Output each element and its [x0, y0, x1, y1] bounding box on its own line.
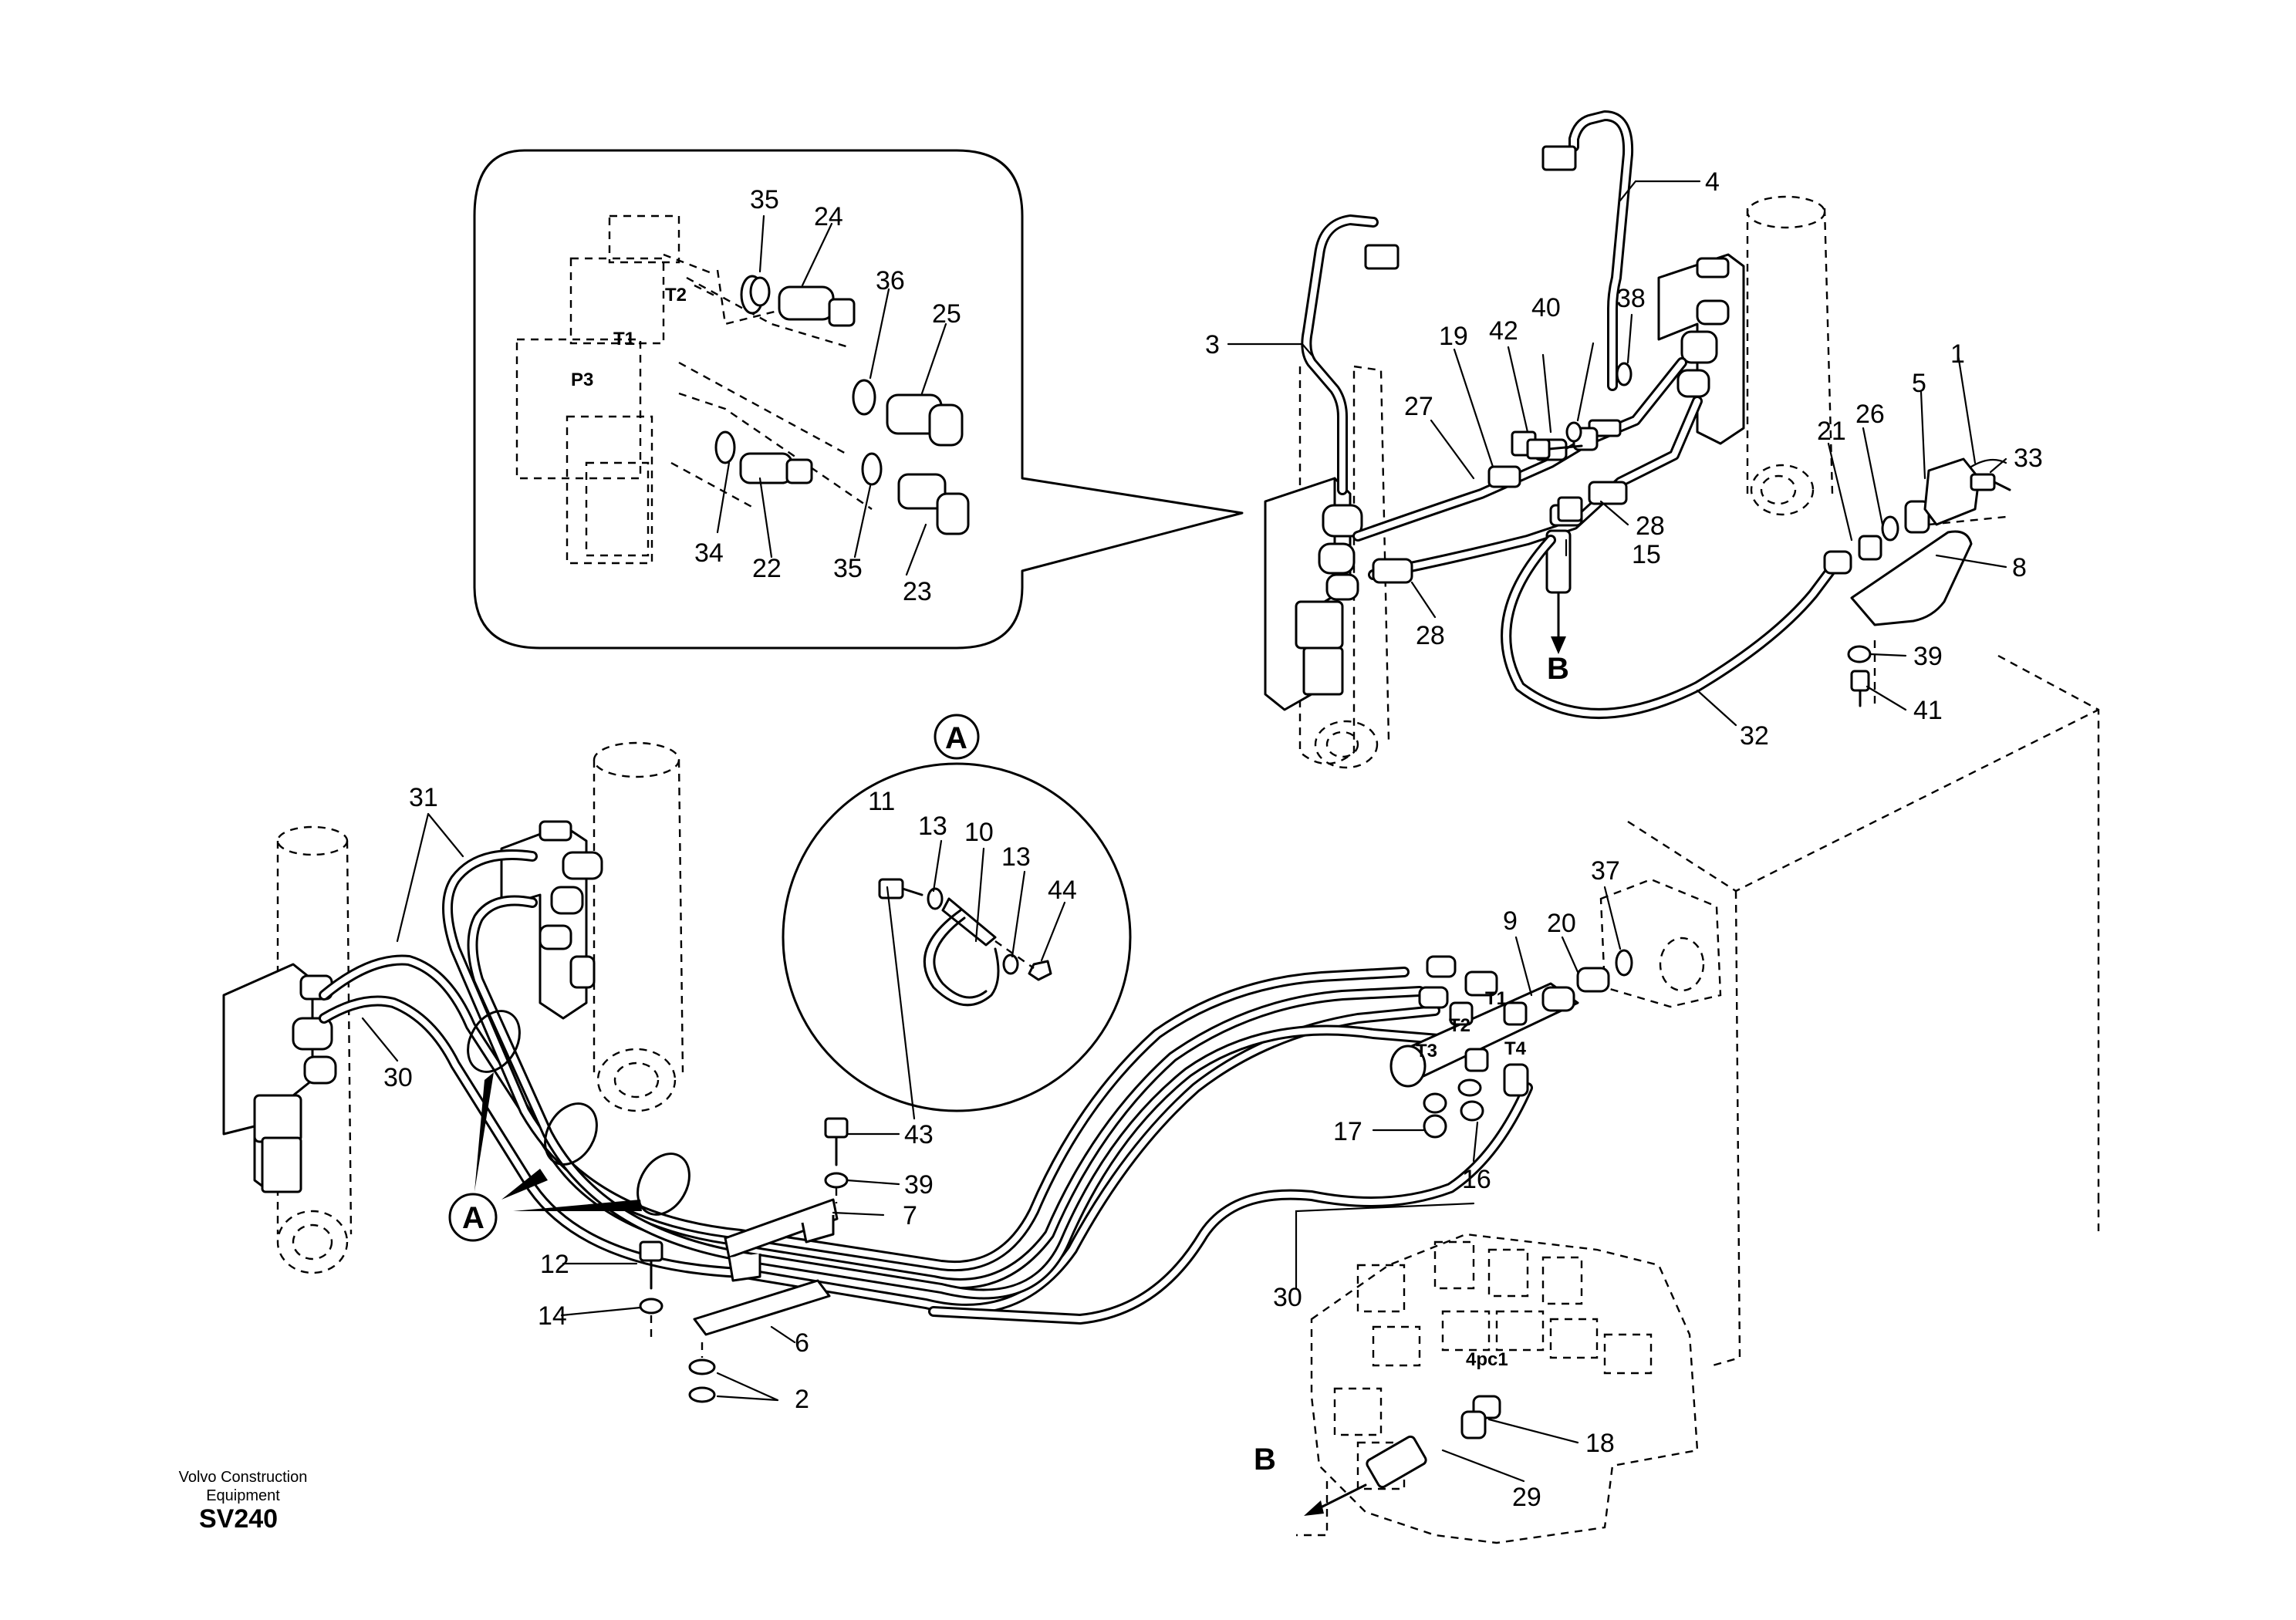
o-ring-36	[852, 379, 876, 416]
callout-35-a: 35	[750, 185, 779, 214]
callout-42: 42	[1489, 316, 1518, 346]
port-label-p3: P3	[571, 370, 593, 390]
callout-12: 12	[540, 1250, 569, 1279]
callout-28-a: 28	[1636, 511, 1665, 541]
callout-33: 33	[2014, 444, 2043, 473]
port-label-t2: T2	[665, 285, 687, 305]
view-label-b-lower: B	[1254, 1443, 1276, 1477]
callout-29: 29	[1512, 1483, 1541, 1512]
callout-35-b: 35	[833, 554, 863, 583]
callout-40: 40	[1531, 293, 1561, 322]
cab-outline	[1599, 654, 2100, 1367]
callout-11: 11	[868, 787, 895, 816]
callout-34: 34	[694, 538, 724, 568]
callout-2: 2	[795, 1385, 809, 1414]
callout-16: 16	[1462, 1165, 1491, 1194]
callout-27: 27	[1404, 392, 1433, 421]
o-ring-34	[714, 430, 736, 464]
callout-41: 41	[1913, 696, 1943, 725]
callout-28-b: 28	[1416, 621, 1445, 650]
callout-38: 38	[1616, 284, 1646, 313]
callout-21: 21	[1817, 417, 1846, 446]
view-label-a-ref: A	[462, 1201, 485, 1235]
callout-7: 7	[903, 1201, 917, 1230]
upper-assembly	[1264, 110, 2011, 769]
callout-3: 3	[1205, 330, 1220, 359]
fitting-23	[897, 473, 970, 535]
main-control-valve: 4pc1	[1296, 1233, 1699, 1544]
callout-18: 18	[1585, 1429, 1615, 1458]
view-markers: A A B B	[462, 652, 1569, 1477]
callout-14: 14	[538, 1301, 567, 1331]
lower-right-valve	[500, 820, 603, 1020]
callout-10: 10	[964, 818, 994, 847]
hose-bundle	[319, 849, 1533, 1325]
port-label-t1-lower: T1	[1485, 988, 1507, 1009]
return-manifold: T1 T2 T3 T4	[1389, 949, 1633, 1139]
detail-a	[782, 714, 1132, 1112]
port-label-t3: T3	[1416, 1041, 1437, 1061]
callout-19: 19	[1439, 322, 1468, 351]
manufacturer-label: Volvo Construction Equipment	[178, 1469, 308, 1504]
callout-32: 32	[1740, 721, 1769, 751]
callout-8: 8	[2012, 553, 2027, 582]
callout-5: 5	[1912, 369, 1926, 398]
callout-25: 25	[932, 299, 961, 329]
lower-assembly	[222, 741, 1533, 1403]
left-valve-block	[1264, 477, 1363, 711]
callout-43: 43	[904, 1120, 934, 1149]
callout-37: 37	[1591, 856, 1620, 886]
callout-13-a: 13	[918, 812, 947, 841]
callout-22: 22	[752, 554, 782, 583]
callout-39-b: 39	[904, 1170, 934, 1200]
callout-4: 4	[1705, 167, 1720, 197]
callout-23: 23	[903, 577, 932, 606]
callout-36: 36	[876, 266, 905, 295]
leader-lines	[361, 180, 2007, 1483]
port-label-t4: T4	[1504, 1038, 1527, 1059]
callout-31: 31	[409, 783, 438, 812]
callout-13-b: 13	[1001, 842, 1031, 872]
callout-labels: 1 2 3 4 5 6 7 8 9 10 11 12 13 13 14 15 1…	[383, 167, 2043, 1512]
port-label-t2-lower: T2	[1449, 1015, 1470, 1036]
callout-15: 15	[1632, 540, 1661, 569]
o-ring-35-bottom	[861, 452, 883, 486]
view-label-b-upper: B	[1547, 652, 1569, 686]
callout-20: 20	[1547, 909, 1576, 938]
model-label: SV240	[199, 1504, 279, 1534]
callout-9: 9	[1503, 906, 1518, 936]
callout-17: 17	[1333, 1117, 1362, 1146]
lower-left-valve	[222, 963, 337, 1193]
port-label-t1: T1	[613, 329, 635, 349]
detail-inset: T2 T1 P3	[473, 149, 1244, 650]
right-valve-block	[1657, 253, 1745, 445]
view-label-a-detail: A	[945, 721, 967, 755]
callout-24: 24	[814, 202, 843, 231]
fitting-25	[886, 393, 964, 447]
callout-39-a: 39	[1913, 642, 1943, 671]
port-label-4pc1: 4pc1	[1466, 1349, 1508, 1370]
callout-1: 1	[1950, 339, 1965, 369]
fitting-22	[739, 452, 813, 484]
callout-30-b: 30	[1273, 1283, 1302, 1312]
o-ring-35-top	[749, 276, 771, 307]
callout-30-a: 30	[383, 1063, 413, 1092]
callout-6: 6	[795, 1328, 809, 1358]
callout-44: 44	[1048, 876, 1077, 905]
callout-26: 26	[1855, 400, 1885, 429]
